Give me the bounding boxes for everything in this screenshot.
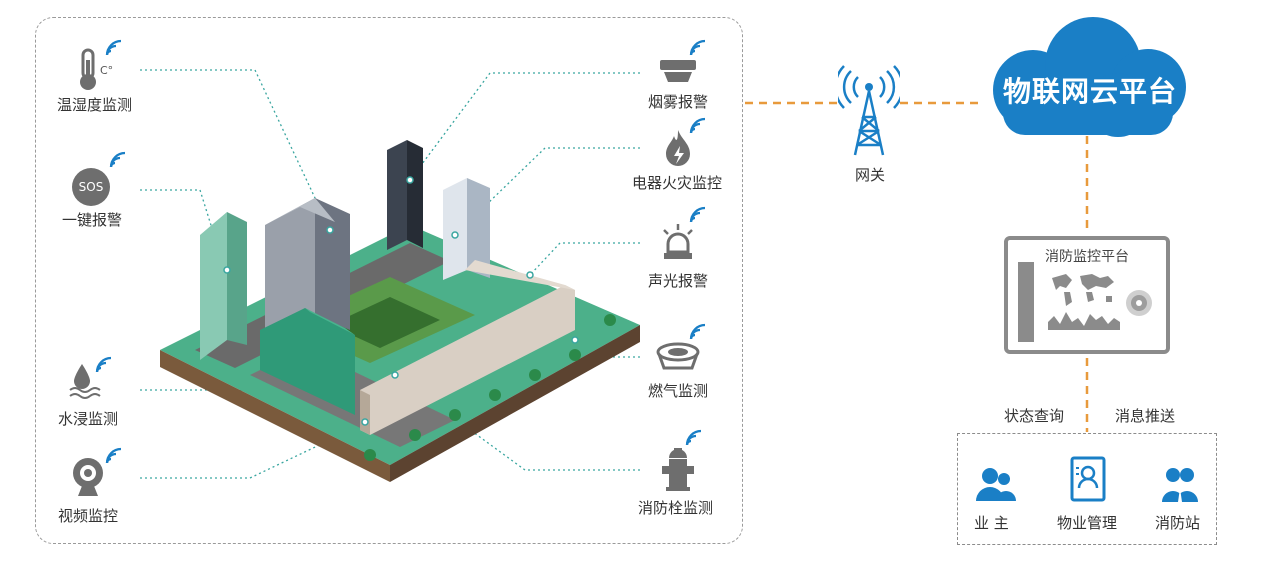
fire-icon <box>666 130 690 166</box>
sensor-label-smoke: 烟雾报警 <box>648 93 709 111</box>
sos-icon: SOS <box>72 168 110 206</box>
wifi-icon <box>689 323 706 340</box>
owner-icon <box>976 468 1016 501</box>
fire-monitor-screen: 消防监控平台 <box>1004 236 1170 354</box>
wifi-icon <box>95 356 112 373</box>
area-chart-icon <box>1048 312 1120 330</box>
building-complex <box>160 140 640 482</box>
gateway-label: 网关 <box>855 166 886 184</box>
wifi-icon <box>105 447 122 464</box>
id-card-icon <box>1070 456 1106 502</box>
wifi-icon <box>689 206 706 223</box>
user-label-property: 物业管理 <box>1057 514 1118 532</box>
sensor-label-water: 水浸监测 <box>58 410 119 428</box>
sensor-label-fire: 电器火灾监控 <box>632 174 723 192</box>
status-query-label: 状态查询 <box>1004 407 1065 425</box>
gas-detector-icon <box>656 342 700 370</box>
wifi-icon <box>689 117 706 134</box>
wifi-icon <box>105 39 122 56</box>
cloud-platform-label: 物联网云平台 <box>1002 75 1177 108</box>
sensor-label-sos: 一键报警 <box>62 211 123 229</box>
wifi-icon <box>689 39 706 56</box>
world-map-icon <box>1052 274 1114 306</box>
monitor-sidebar <box>1018 262 1034 342</box>
camera-icon <box>73 458 103 496</box>
user-label-fire-station: 消防站 <box>1155 514 1201 532</box>
sensor-label-hydrant: 消防栓监测 <box>638 499 714 517</box>
thermo-unit: C° <box>100 64 114 77</box>
antenna-icon <box>838 65 900 156</box>
water-drop-icon <box>69 364 101 399</box>
sensor-label-alarm: 声光报警 <box>648 272 709 290</box>
monitor-title: 消防监控平台 <box>1045 249 1129 265</box>
building-frame <box>35 17 743 544</box>
alarm-light-icon <box>663 224 693 259</box>
sensor-label-temp: 温湿度监测 <box>57 96 133 114</box>
hydrant-icon <box>662 448 694 491</box>
cloud-icon <box>993 17 1186 137</box>
thermometer-icon <box>80 48 96 90</box>
users-box <box>957 433 1217 545</box>
smoke-detector-icon <box>660 60 696 82</box>
firefighter-icon <box>1162 468 1198 502</box>
wifi-icon <box>109 151 126 168</box>
sensor-label-video: 视频监控 <box>58 507 119 525</box>
message-push-label: 消息推送 <box>1115 407 1176 425</box>
wifi-icon <box>685 429 702 446</box>
user-label-owner: 业 主 <box>974 514 1009 532</box>
disc-chart-icon <box>1126 290 1152 316</box>
sensor-label-gas: 燃气监测 <box>648 382 709 400</box>
